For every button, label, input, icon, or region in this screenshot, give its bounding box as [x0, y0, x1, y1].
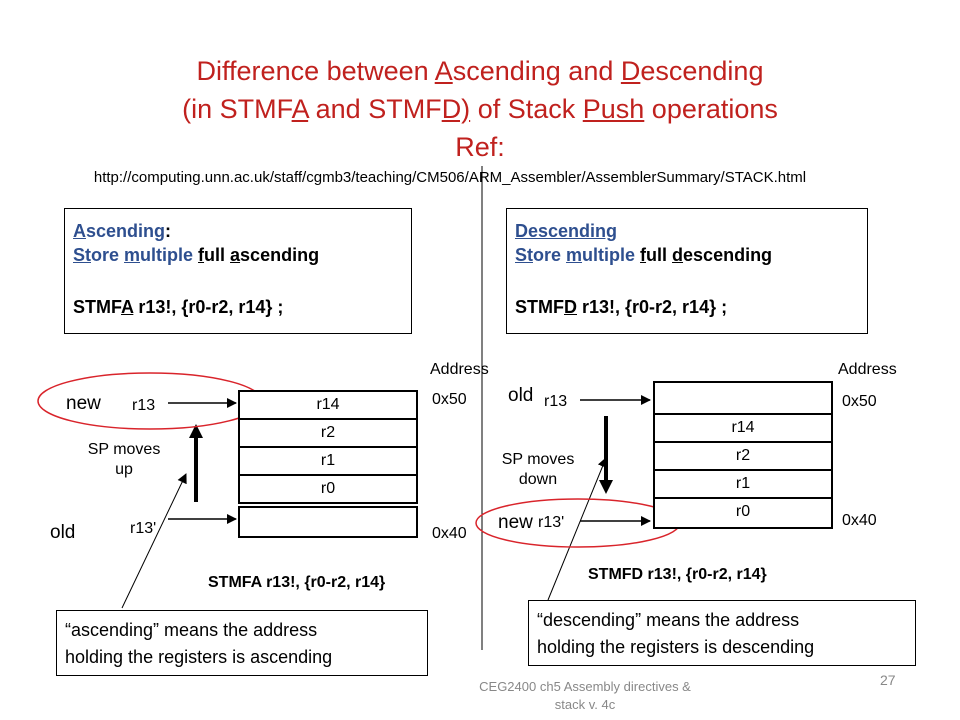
- footer-line: stack v. 4c: [554, 697, 616, 712]
- address-top-value: 0x50: [842, 393, 877, 410]
- old-label: old: [508, 385, 534, 406]
- title-underlined-a: A: [434, 56, 453, 86]
- page-number: 27: [880, 672, 896, 688]
- sp-down-arrow-head: [599, 480, 613, 494]
- descending-note-box: “descending” means the address holding t…: [528, 600, 916, 666]
- pointer-label-r13: r13: [544, 393, 568, 410]
- note-line: “descending” means the address: [537, 610, 800, 630]
- old-label: old: [50, 522, 76, 543]
- mnemonic-text: ultiple: [140, 245, 199, 265]
- sp-label-line: up: [115, 461, 133, 478]
- stack-cell: [238, 506, 418, 538]
- title-line-ref: Ref:: [455, 132, 505, 162]
- title-text: escending: [640, 56, 764, 86]
- mnemonic-text: ore: [91, 245, 125, 265]
- mnemonic-text: ull: [646, 245, 673, 265]
- title-text: of Stack: [470, 94, 583, 124]
- stmfa-instruction: STMFA r13!, {r0-r2, r14} ;: [73, 295, 403, 319]
- stack-cell: [653, 381, 833, 415]
- mnemonic-text: m: [124, 245, 141, 265]
- note-line: holding the registers is ascending: [65, 647, 333, 667]
- stack-cell: r2: [238, 418, 418, 448]
- address-bottom-value: 0x40: [432, 525, 467, 542]
- title-line-1: Difference between Ascending and Descend…: [0, 52, 960, 90]
- title-text: scending and: [452, 56, 621, 86]
- mnemonic-text: scending: [240, 245, 320, 265]
- footer-text: CEG2400 ch5 Assembly directives & stack …: [440, 678, 730, 714]
- note-line: “ascending” means the address: [65, 620, 318, 640]
- pointer-label-r13-prime: r13': [538, 514, 565, 531]
- heading-text: Descending: [515, 221, 618, 241]
- footer-line: CEG2400 ch5 Assembly directives &: [479, 679, 691, 694]
- heading-text: A: [73, 221, 86, 241]
- title-text: and STMF: [308, 94, 442, 124]
- sp-label-line: SP moves: [87, 441, 161, 458]
- title-text: Difference between: [196, 56, 435, 86]
- mnemonic-text: St: [73, 245, 91, 265]
- instruction-text: r13!, {r0-r2, r14} ;: [577, 297, 728, 317]
- address-top-value: 0x50: [432, 391, 467, 408]
- sp-moves-down-label: SP moves down: [486, 450, 590, 490]
- mnemonic-text: a: [230, 245, 241, 265]
- stack-cell: r14: [653, 413, 833, 443]
- mnemonic-text: escending: [683, 245, 773, 265]
- title-text: (in STMF: [182, 94, 292, 124]
- title-underlined-d: D: [620, 56, 641, 86]
- title-underlined-a: A: [291, 94, 309, 124]
- address-label: Address: [430, 361, 489, 378]
- title-underlined-push: Push: [582, 94, 645, 124]
- title-line-2: (in STMFA and STMFD) of Stack Push opera…: [0, 90, 960, 128]
- stack-cell: r14: [238, 390, 418, 420]
- new-label: new: [66, 393, 101, 414]
- ascending-note-box: “ascending” means the address holding th…: [56, 610, 428, 676]
- mnemonic-text: f: [198, 245, 205, 265]
- mnemonic-text: ull: [204, 245, 231, 265]
- mnemonic-text: ultiple: [582, 245, 641, 265]
- pointer-label-r13: r13: [132, 397, 156, 414]
- new-label: new: [498, 512, 533, 533]
- title-text: operations: [644, 94, 778, 124]
- ascending-note-connector: [121, 473, 187, 609]
- sp-moves-up-label: SP moves up: [74, 440, 174, 480]
- sp-label-line: down: [518, 471, 558, 488]
- mnemonic-text: ore: [533, 245, 567, 265]
- pointer-label-r13-prime: r13': [130, 520, 157, 537]
- stack-cell: r0: [653, 497, 833, 529]
- stmfd-instruction: STMFD r13!, {r0-r2, r14} ;: [515, 295, 859, 319]
- instruction-text: A: [121, 297, 134, 317]
- descending-note-connector: [547, 457, 608, 601]
- sp-up-arrow-head: [189, 424, 203, 438]
- instruction-text: r13!, {r0-r2, r14} ;: [133, 297, 284, 317]
- mnemonic-text: d: [672, 245, 684, 265]
- instruction-text: D: [564, 297, 577, 317]
- reference-url[interactable]: http://computing.unn.ac.uk/staff/cgmb3/t…: [93, 169, 807, 186]
- instruction-text: STMF: [515, 297, 564, 317]
- stack-cell: r1: [653, 469, 833, 499]
- note-line: holding the registers is descending: [537, 637, 815, 657]
- mnemonic-text: f: [640, 245, 647, 265]
- address-bottom-value: 0x40: [842, 512, 877, 529]
- instruction-text: STMF: [73, 297, 121, 317]
- descending-definition-box: Descending Store multiple full descendin…: [506, 208, 868, 334]
- stack-cell: r0: [238, 474, 418, 504]
- mnemonic-text: m: [566, 245, 583, 265]
- mnemonic-text: St: [515, 245, 533, 265]
- stack-cell: r2: [653, 441, 833, 471]
- stmfd-caption: STMFD r13!, {r0-r2, r14}: [588, 566, 767, 583]
- title-underlined-d: D): [441, 94, 471, 124]
- stmfa-caption: STMFA r13!, {r0-r2, r14}: [208, 574, 386, 591]
- heading-text: scending: [86, 221, 166, 241]
- sp-label-line: SP moves: [501, 451, 575, 468]
- ascending-definition-box: Ascending: Store multiple full ascending…: [64, 208, 412, 334]
- stack-cell: r1: [238, 446, 418, 476]
- heading-colon: :: [165, 221, 172, 241]
- address-label: Address: [838, 361, 897, 378]
